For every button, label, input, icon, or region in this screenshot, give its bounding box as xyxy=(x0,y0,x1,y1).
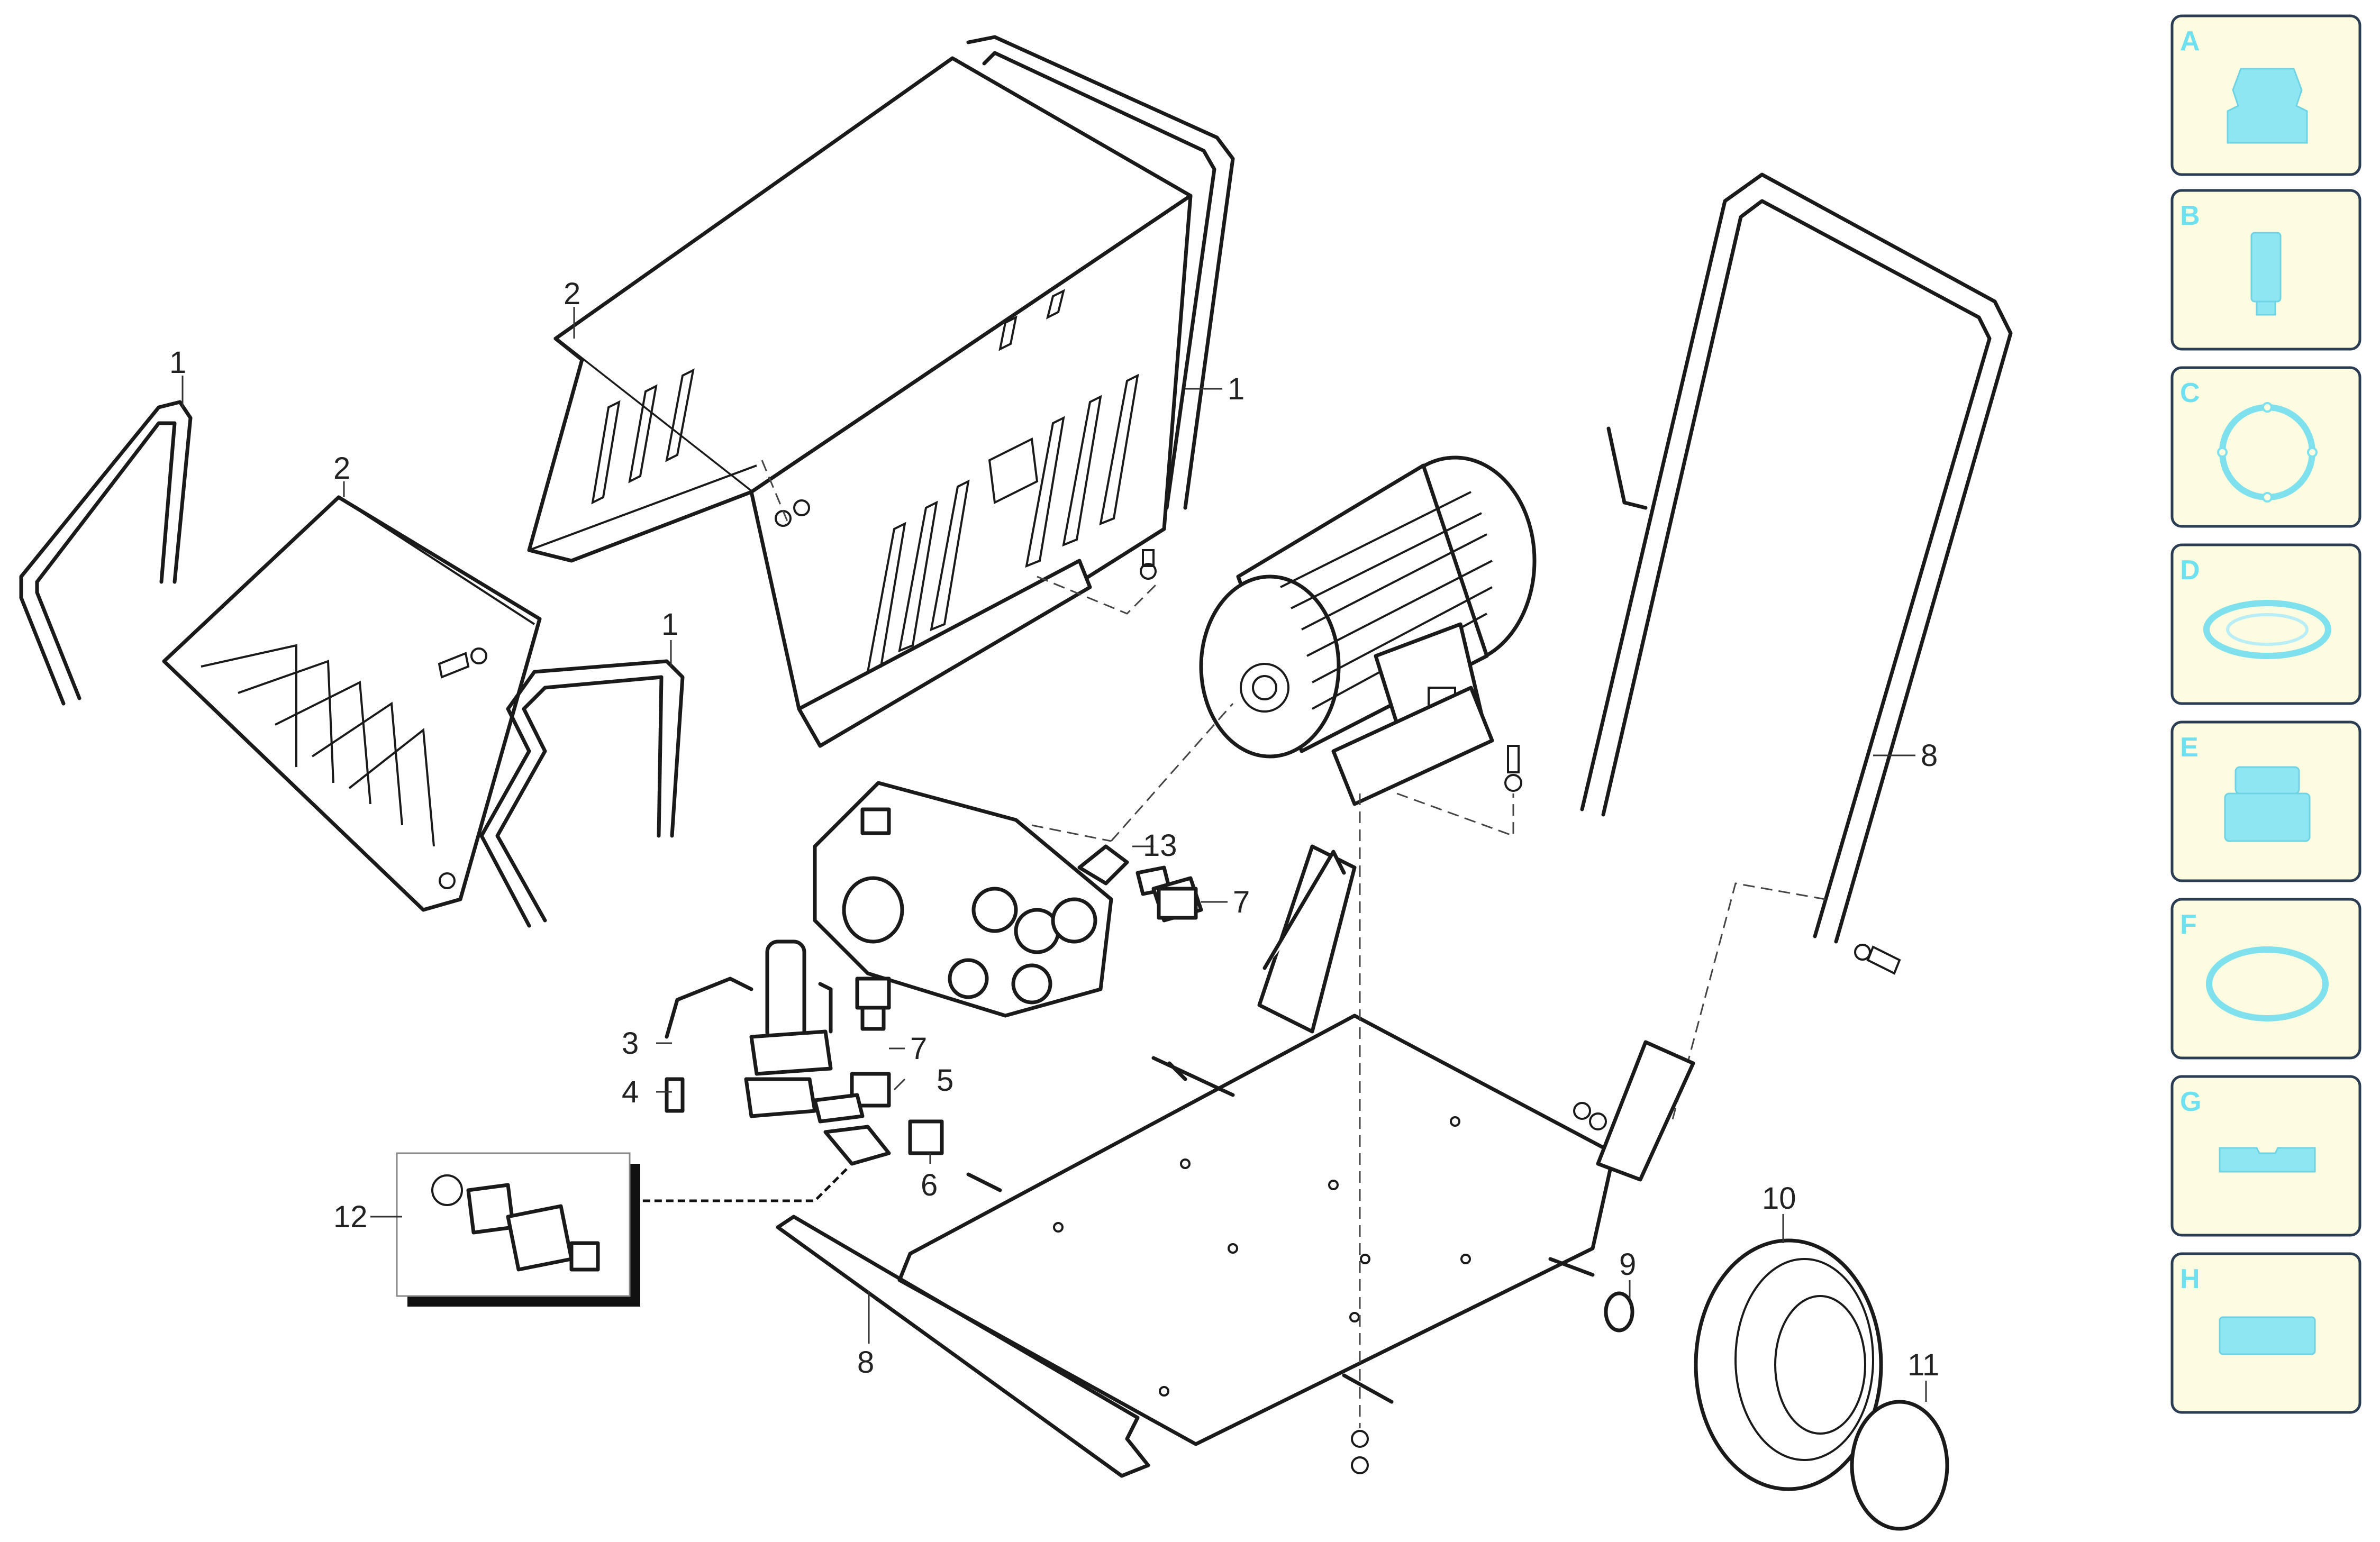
callout-3: 3 xyxy=(622,1026,639,1061)
callout-1-middle: 1 xyxy=(661,607,678,642)
callout-7-upper: 7 xyxy=(1233,885,1250,919)
tab-h-letter: H xyxy=(2180,1264,2200,1294)
tab-b[interactable]: B xyxy=(2170,189,2361,351)
callout-13: 13 xyxy=(1143,828,1177,863)
block-pad-icon xyxy=(2219,1316,2316,1355)
push-handle xyxy=(1580,172,2013,1122)
tab-b-letter: B xyxy=(2180,200,2200,231)
callout-1-top-right: 1 xyxy=(1228,372,1244,406)
callout-12: 12 xyxy=(333,1200,368,1234)
inlet-filter-detail-box xyxy=(396,1152,640,1307)
tab-e[interactable]: E xyxy=(2170,720,2361,882)
nozzle-icon xyxy=(2227,68,2308,144)
leader-lines xyxy=(181,307,1927,1402)
callout-8-foot: 8 xyxy=(857,1345,874,1380)
pump-fittings xyxy=(1077,844,1203,923)
tab-g[interactable]: G xyxy=(2170,1075,2361,1237)
lance-icon xyxy=(2250,232,2282,316)
trolley-chassis xyxy=(776,793,1695,1478)
vent-slots xyxy=(866,289,1139,674)
callout-10: 10 xyxy=(1762,1181,1796,1216)
unloader-valve xyxy=(640,939,944,1202)
callout-2-left: 2 xyxy=(333,451,350,486)
tab-a[interactable]: A xyxy=(2170,14,2361,176)
stepped-seal-icon xyxy=(2224,766,2311,842)
callout-1-left: 1 xyxy=(169,345,186,380)
gasket-ring-icon xyxy=(2217,402,2318,503)
flat-pad-icon xyxy=(2219,1147,2316,1173)
callout-2-top: 2 xyxy=(564,277,580,311)
callout-9: 9 xyxy=(1619,1247,1636,1282)
electric-motor xyxy=(1199,455,1537,837)
tab-a-letter: A xyxy=(2180,26,2200,57)
callout-labels: 1 2 2 1 1 8 13 7 3 7 4 5 6 12 8 9 10 11 xyxy=(169,277,1939,1382)
callout-6: 6 xyxy=(921,1168,938,1202)
tab-e-letter: E xyxy=(2180,732,2199,763)
callout-8-handle: 8 xyxy=(1921,738,1938,773)
tab-d-letter: D xyxy=(2180,555,2200,586)
tab-d[interactable]: D xyxy=(2170,543,2361,705)
wheel xyxy=(1604,1238,1883,1491)
oil-seal-icon xyxy=(2203,600,2331,659)
tab-c-letter: C xyxy=(2180,378,2200,408)
high-pressure-pump xyxy=(813,703,1234,1018)
hub-cap xyxy=(1850,1400,1949,1531)
tab-f-letter: F xyxy=(2180,909,2197,940)
left-frame-rod xyxy=(19,400,193,706)
top-cover-assembly xyxy=(527,35,1235,748)
callout-7-lower: 7 xyxy=(910,1032,927,1066)
callout-11: 11 xyxy=(1907,1348,1939,1382)
callout-4: 4 xyxy=(622,1075,639,1109)
tab-g-letter: G xyxy=(2180,1087,2201,1117)
tab-h[interactable]: H xyxy=(2170,1252,2361,1414)
o-ring-icon xyxy=(2206,946,2329,1021)
callout-5: 5 xyxy=(937,1063,953,1098)
tab-f[interactable]: F xyxy=(2170,898,2361,1060)
left-shroud xyxy=(162,495,542,912)
middle-frame-rod xyxy=(479,659,685,928)
tab-c[interactable]: C xyxy=(2170,366,2361,528)
parts-category-sidebar: A B C xyxy=(2170,14,2361,1414)
